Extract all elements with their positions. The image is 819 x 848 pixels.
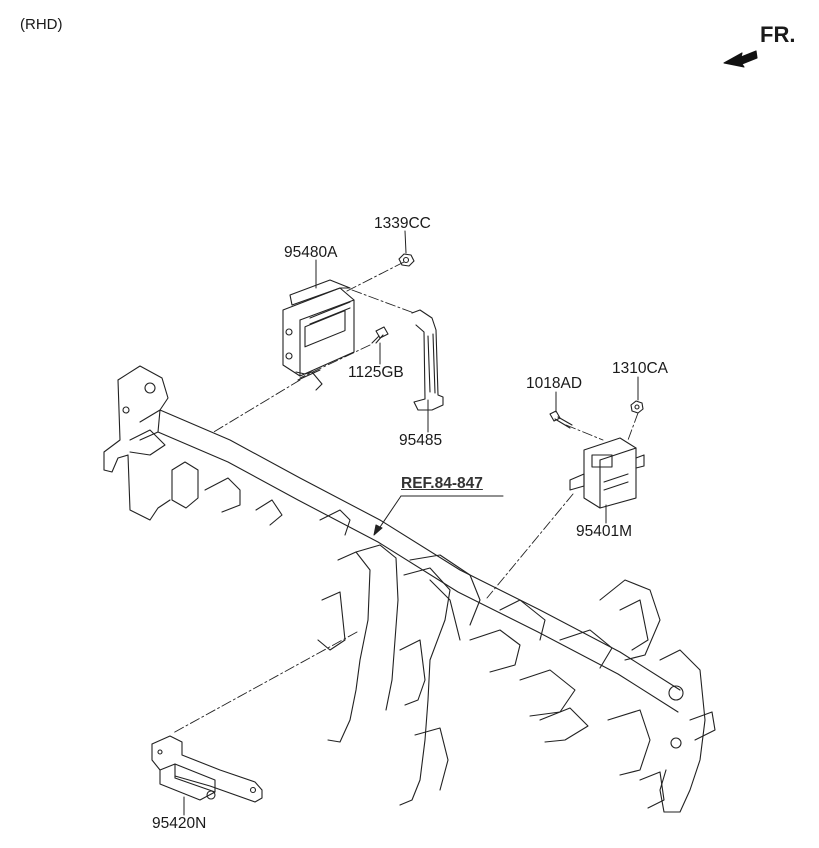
sensor-95420n	[151, 735, 263, 803]
front-direction-label: FR.	[760, 22, 796, 47]
alignment-lines	[172, 261, 639, 734]
nut-1310ca	[630, 400, 644, 414]
control-module-95480a	[282, 279, 355, 391]
part-label-95485: 95485	[399, 432, 443, 449]
nut-1339cc	[398, 253, 415, 267]
front-arrow-icon	[723, 50, 758, 68]
bolt-1125gb	[371, 326, 389, 344]
part-label-1310ca: 1310CA	[612, 360, 669, 377]
part-label-1125gb: 1125GB	[348, 364, 404, 381]
part-label-1018ad: 1018AD	[526, 375, 583, 392]
part-label-95480a: 95480A	[284, 244, 338, 261]
reference-label: REF.84-847	[401, 475, 483, 492]
variant-label: (RHD)	[20, 16, 63, 33]
part-label-95420n: 95420N	[152, 815, 207, 832]
bolt-1018ad	[549, 410, 573, 429]
bracket-95485	[411, 309, 444, 411]
part-label-95401m: 95401M	[576, 523, 633, 540]
crossmember-assembly	[103, 365, 716, 813]
leader-lines	[183, 230, 639, 816]
part-label-1339cc: 1339CC	[374, 215, 431, 232]
module-95401m	[569, 437, 645, 509]
